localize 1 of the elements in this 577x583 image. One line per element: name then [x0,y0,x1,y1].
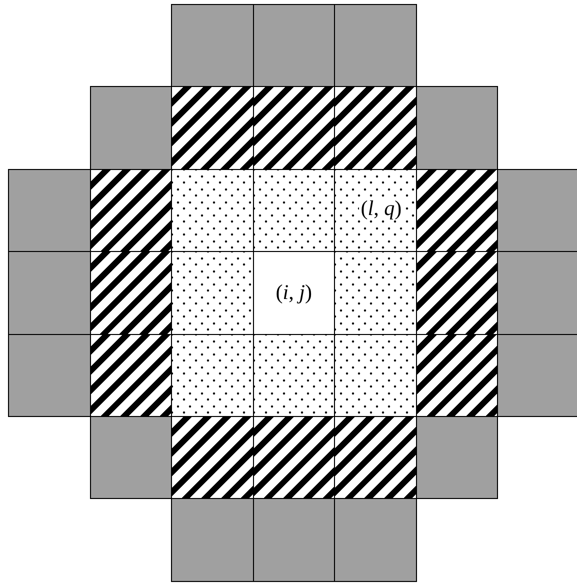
coordinate-label: (i, j) [274,281,314,304]
